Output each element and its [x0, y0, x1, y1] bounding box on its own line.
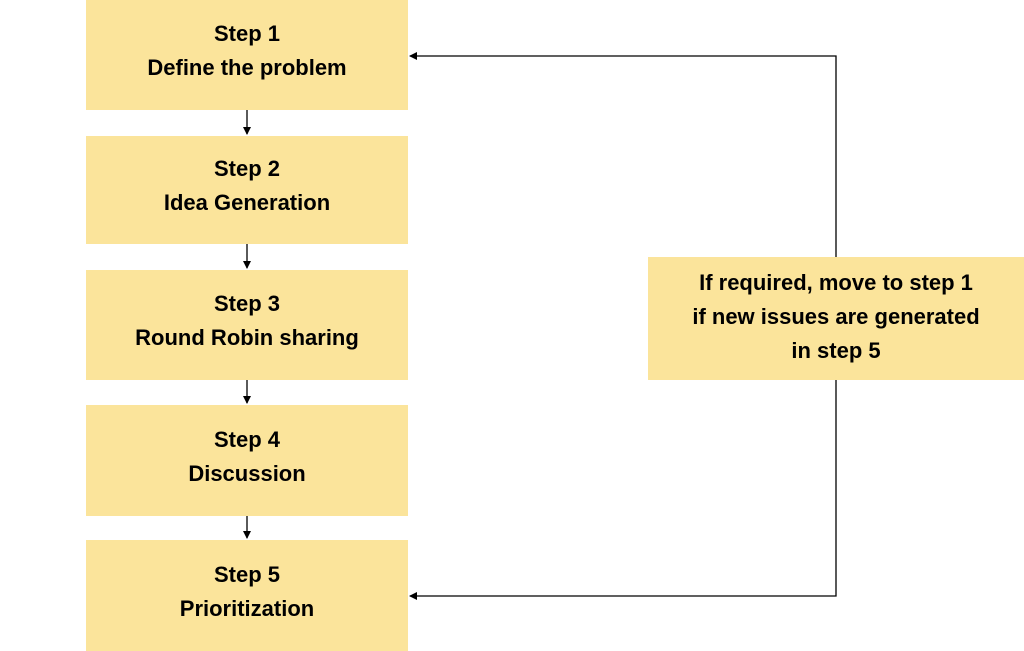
- step-3-title: Round Robin sharing: [135, 325, 359, 350]
- feedback-note-line-3: in step 5: [791, 337, 881, 363]
- step-1-box: Step 1 Define the problem: [86, 0, 408, 110]
- step-4-box: Step 4 Discussion: [86, 405, 408, 516]
- step-3-number: Step 3: [213, 291, 281, 316]
- feedback-line-lower: [409, 380, 837, 600]
- step-4-number: Step 4: [213, 426, 281, 452]
- step-3-box: Step 3 Round Robin sharing: [86, 270, 408, 380]
- step-5-number: Step 5: [213, 561, 281, 587]
- step-5-title: Prioritization: [179, 595, 315, 621]
- feedback-note-box: If required, move to step 1 if new issue…: [648, 257, 1024, 380]
- step-2-number: Step 2: [213, 156, 281, 181]
- step-1-title: Define the problem: [147, 55, 347, 80]
- step-4-title: Discussion: [188, 460, 306, 486]
- step-2-title: Idea Generation: [163, 190, 331, 215]
- feedback-note-line-2: if new issues are generated: [692, 303, 980, 329]
- feedback-line-upper: [409, 52, 837, 257]
- step-1-number: Step 1: [213, 21, 281, 46]
- step-2-box: Step 2 Idea Generation: [86, 136, 408, 244]
- feedback-note-line-1: If required, move to step 1: [699, 269, 973, 295]
- step-5-box: Step 5 Prioritization: [86, 540, 408, 651]
